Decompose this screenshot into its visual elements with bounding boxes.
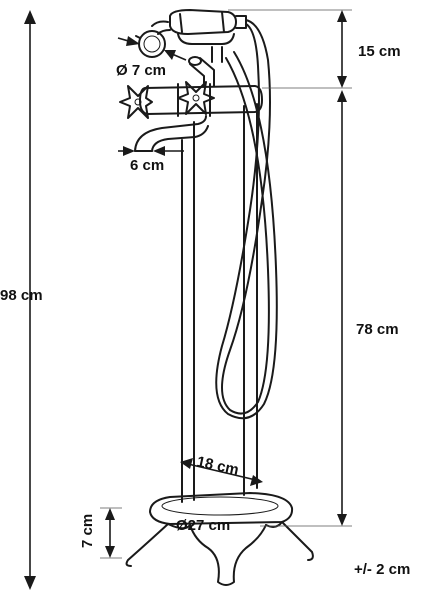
- base-foot: [125, 492, 314, 586]
- hose: [215, 19, 278, 420]
- shower-head: [135, 30, 166, 58]
- left-pipe: [181, 121, 195, 503]
- label-base-height: 7 cm: [79, 514, 96, 548]
- label-base-diameter: Ø27 cm: [176, 517, 230, 534]
- faucet-illustration: [119, 9, 314, 586]
- spout: [134, 115, 209, 152]
- upper-height-arrow: [337, 10, 347, 88]
- label-spout-width: 6 cm: [130, 157, 164, 174]
- left-cross-handle: [119, 85, 153, 119]
- label-total-height: 98 cm: [0, 287, 43, 304]
- shower-diameter-arrows: [117, 36, 187, 61]
- shower-outlet: [188, 46, 223, 87]
- dimension-guides: [100, 9, 352, 559]
- label-tolerance: +/- 2 cm: [354, 561, 410, 578]
- label-pipe-spacing: 18 cm: [195, 453, 240, 478]
- pipe-height-arrow: [337, 90, 347, 526]
- label-shower-diameter: Ø 7 cm: [116, 62, 166, 79]
- spout-width-arrows: [118, 146, 184, 156]
- base-height-arrow: [105, 508, 115, 558]
- label-pipe-height: 78 cm: [356, 321, 399, 338]
- pipe-spacing-arrow: [180, 458, 263, 486]
- label-upper-height: 15 cm: [358, 43, 401, 60]
- handshower: [151, 9, 247, 45]
- right-cross-handle: [177, 81, 215, 115]
- total-height-arrow: [24, 10, 36, 590]
